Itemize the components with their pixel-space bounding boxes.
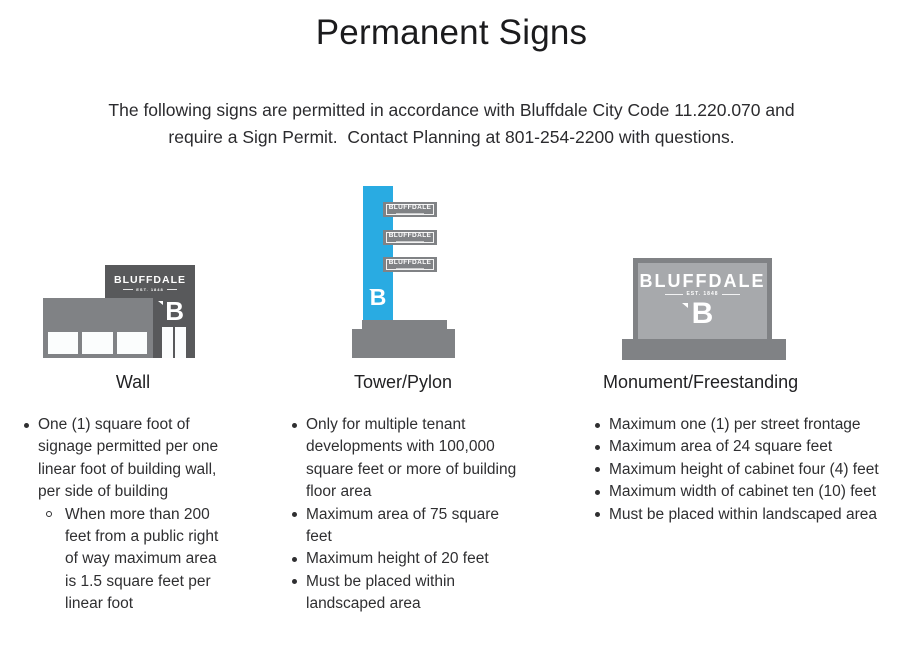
intro-line-2: require a Sign Permit. Contact Planning …: [168, 127, 735, 147]
monument-base: [622, 339, 786, 360]
door: [162, 327, 173, 358]
est-tagline-row: EST. 1848: [105, 286, 195, 292]
monument-panel: BLUFFDALE EST. 1848 B: [638, 263, 767, 339]
est-tagline: EST. 1848: [136, 286, 164, 292]
bluffdale-wordmark: BLUFFDALE: [388, 259, 432, 266]
tenant-sign-subline: [395, 213, 425, 214]
tenant-sign-subline: [395, 268, 425, 269]
bluffdale-wordmark: BLUFFDALE: [388, 232, 432, 239]
tagline-rule-right: [721, 294, 740, 295]
door: [175, 327, 186, 358]
bluffdale-monogram: B: [638, 299, 767, 329]
wall-rules-list: One (1) square foot of signage permitted…: [22, 414, 234, 616]
tenant-sign-frame: BLUFFDALE: [386, 259, 434, 270]
list-item: Maximum area of 75 square feet: [290, 504, 528, 549]
list-item: Maximum height of cabinet four (4) feet: [593, 459, 893, 481]
est-tagline-row: EST. 1848: [638, 292, 767, 297]
list-item: Only for multiple tenant developments wi…: [290, 414, 528, 504]
list-item: Maximum one (1) per street frontage: [593, 414, 893, 436]
bluffdale-wordmark: BLUFFDALE: [388, 204, 432, 211]
bluffdale-monogram: B: [158, 296, 184, 326]
pylon-base-upper: [362, 320, 447, 329]
tagline-rule-left: [665, 294, 684, 295]
tenant-sign-frame: BLUFFDALE: [386, 204, 434, 215]
tagline-rule-right: [166, 289, 177, 290]
pylon-tenant-sign: BLUFFDALE: [383, 257, 437, 272]
window: [48, 332, 78, 354]
bluffdale-wordmark: BLUFFDALE: [639, 271, 766, 291]
pylon-sign-illustration: B BLUFFDALE BLUFFDALE BLUFFDALE: [350, 186, 460, 358]
building-front-light: [43, 298, 153, 358]
section-label-wall: Wall: [115, 372, 151, 392]
monument-sign-illustration: BLUFFDALE EST. 1848 B: [622, 258, 786, 360]
pylon-base-lower: [352, 329, 455, 358]
pylon-tenant-sign: BLUFFDALE: [383, 202, 437, 217]
tenant-sign-frame: BLUFFDALE: [386, 232, 434, 243]
section-label-pylon: Tower/Pylon: [353, 372, 453, 392]
list-item: Must be placed within landscaped area: [593, 504, 893, 526]
wall-sign-illustration: BLUFFDALE EST. 1848 B: [43, 265, 195, 358]
list-item: Maximum height of 20 feet: [290, 548, 528, 570]
section-label-monument: Monument/Freestanding: [603, 372, 799, 392]
list-item: One (1) square foot of signage permitted…: [22, 414, 234, 504]
monument-cabinet: BLUFFDALE EST. 1848 B: [633, 258, 772, 339]
bluffdale-monogram: B: [363, 286, 393, 309]
page-title: Permanent Signs: [315, 13, 588, 52]
monument-rules-list: Maximum one (1) per street frontage Maxi…: [593, 414, 893, 526]
list-subitem: When more than 200 feet from a public ri…: [45, 504, 225, 616]
pylon-tenant-sign: BLUFFDALE: [383, 230, 437, 245]
list-item: Must be placed within landscaped area: [290, 571, 528, 616]
tenant-sign-subline: [395, 241, 425, 242]
list-item: Maximum area of 24 square feet: [593, 436, 893, 458]
intro-line-1: The following signs are permitted in acc…: [108, 100, 795, 120]
pylon-rules-list: Only for multiple tenant developments wi…: [290, 414, 528, 616]
list-item: Maximum width of cabinet ten (10) feet: [593, 481, 893, 503]
intro-paragraph: The following signs are permitted in acc…: [0, 97, 903, 151]
tagline-rule-left: [123, 289, 134, 290]
window: [82, 332, 113, 354]
bluffdale-wordmark: BLUFFDALE: [114, 274, 186, 286]
window: [117, 332, 147, 354]
est-tagline: EST. 1848: [686, 291, 719, 297]
